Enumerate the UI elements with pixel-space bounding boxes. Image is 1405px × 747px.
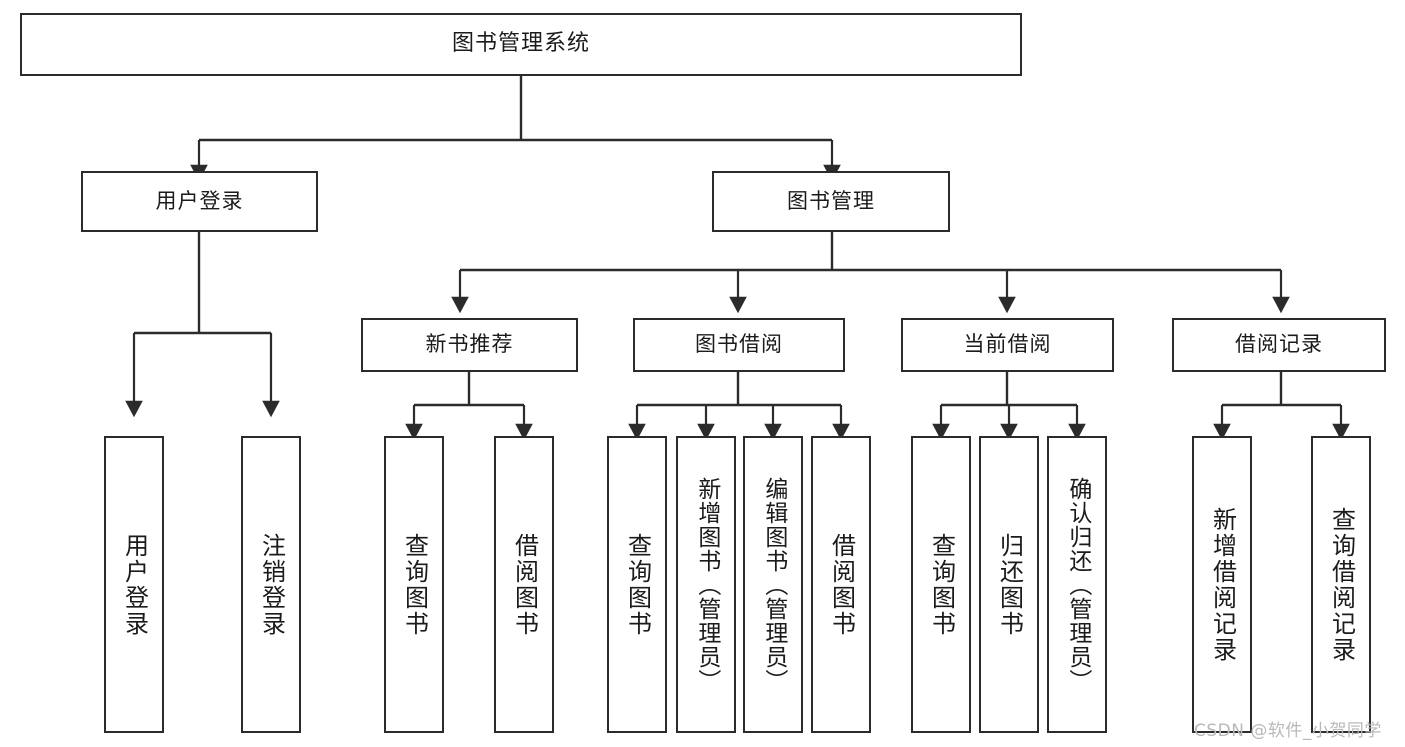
node-user-login-label: 用户登录 [155,188,244,213]
leaf-edit-book-label: 编辑图书（管理员） [760,476,787,693]
leaf-borrow-book-1-label: 借阅图书 [510,532,539,637]
node-current-borrow[interactable]: 当前借阅 [901,318,1114,372]
leaf-edit-book[interactable]: 编辑图书（管理员） [743,436,803,733]
leaf-add-book-label: 新增图书（管理员） [693,476,720,693]
leaf-query-book-1[interactable]: 查询图书 [384,436,444,733]
node-root-label: 图书管理系统 [451,31,590,57]
watermark: CSDN @软件_小贺同学 [1194,721,1382,741]
leaf-query-book-2-label: 查询图书 [623,532,652,637]
node-root[interactable]: 图书管理系统 [20,13,1022,76]
leaf-query-book-3[interactable]: 查询图书 [911,436,971,733]
leaf-borrow-book-1[interactable]: 借阅图书 [494,436,554,733]
leaf-user-login[interactable]: 用户登录 [104,436,164,733]
node-borrow-record-label: 借阅记录 [1235,332,1323,357]
leaf-return-book-label: 归还图书 [995,532,1024,637]
leaf-logout[interactable]: 注销登录 [241,436,301,733]
node-new-book-recommend-label: 新书推荐 [425,332,514,357]
node-current-borrow-label: 当前借阅 [963,332,1052,357]
leaf-add-record-label: 新增借阅记录 [1208,506,1237,663]
leaf-confirm-return[interactable]: 确认归还（管理员） [1047,436,1107,733]
leaf-borrow-book-2-label: 借阅图书 [827,532,856,637]
node-borrow-record[interactable]: 借阅记录 [1172,318,1386,372]
node-book-manage[interactable]: 图书管理 [712,171,950,232]
leaf-confirm-return-label: 确认归还（管理员） [1064,476,1091,693]
leaf-query-book-1-label: 查询图书 [400,532,429,637]
leaf-query-book-3-label: 查询图书 [927,532,956,637]
node-book-borrow-label: 图书借阅 [695,332,783,357]
leaf-add-record[interactable]: 新增借阅记录 [1192,436,1252,733]
leaf-query-book-2[interactable]: 查询图书 [607,436,667,733]
node-book-manage-label: 图书管理 [787,188,875,213]
node-new-book-recommend[interactable]: 新书推荐 [361,318,578,372]
leaf-query-record[interactable]: 查询借阅记录 [1311,436,1371,733]
node-book-borrow[interactable]: 图书借阅 [633,318,845,372]
leaf-return-book[interactable]: 归还图书 [979,436,1039,733]
leaf-borrow-book-2[interactable]: 借阅图书 [811,436,871,733]
leaf-user-login-label: 用户登录 [120,532,149,637]
node-user-login[interactable]: 用户登录 [81,171,318,232]
leaf-query-record-label: 查询借阅记录 [1327,506,1356,663]
leaf-logout-label: 注销登录 [257,532,286,637]
leaf-add-book[interactable]: 新增图书（管理员） [676,436,736,733]
